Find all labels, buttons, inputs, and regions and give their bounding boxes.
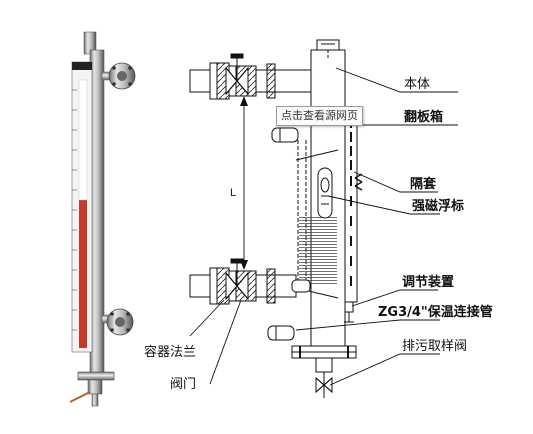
lower-boss [267,325,295,341]
product-photo [69,31,136,407]
schematic-drawing [189,39,458,398]
label-connector: ZG3/4"保温连接管 [378,304,493,320]
label-flap-box: 翻板箱 [404,109,443,125]
lower-nozzle [189,258,311,305]
magnetic-float [317,167,333,219]
label-separator: 隔套 [410,176,437,192]
upper-nozzle [189,53,312,100]
red-level-indicator [79,200,87,348]
adjuster [344,301,354,313]
leader-lines [189,67,458,386]
view-source-tooltip[interactable]: 点击查看源网页 [276,106,363,126]
bottom-flange [291,345,357,353]
label-drain-valve: 排污取样阀 [402,339,467,354]
drain-handle-photo [69,391,91,403]
label-flange: 容器法兰 [144,344,196,360]
label-valve: 阀门 [170,377,196,392]
upper-boss [271,127,299,143]
label-magnetic-float: 强磁浮标 [412,198,464,214]
label-dimension-L: L [230,187,236,199]
liquid-region [299,215,337,285]
label-adjuster: 调节装置 [402,274,454,290]
label-body: 本体 [404,77,430,92]
labels: 本体 翻板箱 隔套 强磁浮标 调节装置 ZG3/4"保温连接管 排污取样阀 容器… [144,77,493,392]
